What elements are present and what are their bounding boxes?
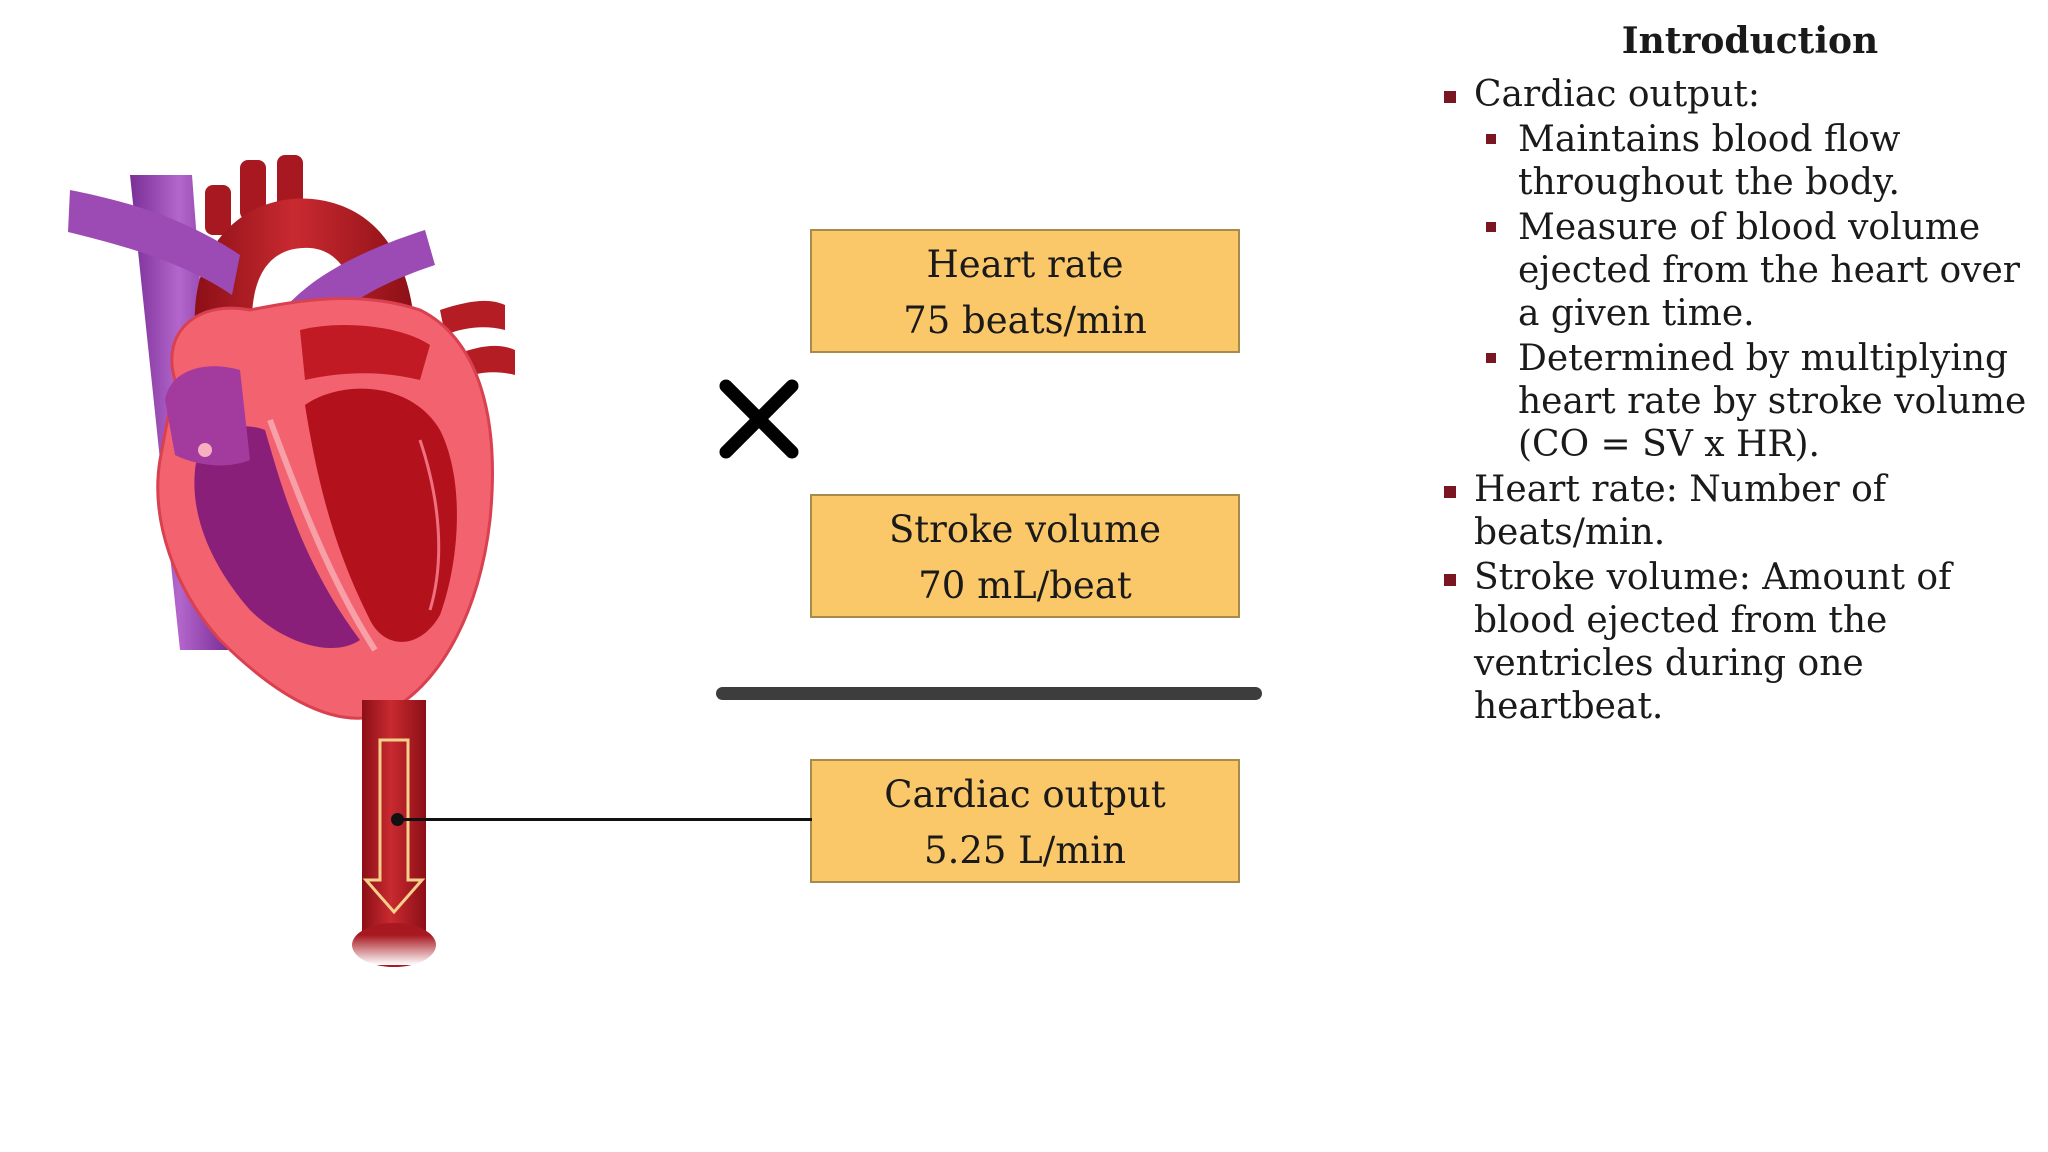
subbullet-blood-flow: Maintains blood flow throughout the body… — [1440, 118, 2040, 204]
subbullet-formula: Determined by multiplying heart rate by … — [1440, 337, 2040, 466]
cardiac-output-label: Cardiac output — [884, 773, 1166, 816]
bullet-cardiac-output: Cardiac output: — [1440, 73, 2040, 116]
cardiac-output-box: Cardiac output 5.25 L/min — [810, 759, 1240, 883]
multiply-icon — [719, 379, 799, 459]
heart-wall — [156, 296, 494, 720]
introduction-panel: Introduction Cardiac output: Maintains b… — [1440, 20, 2040, 730]
stroke-volume-box: Stroke volume 70 mL/beat — [810, 494, 1240, 618]
descending-aorta — [350, 700, 440, 967]
equals-divider — [716, 687, 1262, 700]
cardiac-output-value: 5.25 L/min — [924, 829, 1126, 872]
heart-rate-box: Heart rate 75 beats/min — [810, 229, 1240, 353]
stroke-volume-label: Stroke volume — [888, 508, 1162, 551]
introduction-title: Introduction — [1621, 20, 1879, 62]
subbullet-blood-volume: Measure of blood volume ejected from the… — [1440, 206, 2040, 335]
bullet-heart-rate: Heart rate: Number of beats/min. — [1440, 468, 2040, 554]
heart-rate-value: 75 beats/min — [903, 299, 1147, 342]
aorta-leader-line — [398, 818, 812, 821]
heart-rate-label: Heart rate — [926, 243, 1124, 286]
stroke-volume-value: 70 mL/beat — [918, 564, 1132, 607]
bullet-stroke-volume: Stroke volume: Amount of blood ejected f… — [1440, 556, 2040, 728]
aorta-leader-dot — [391, 813, 404, 826]
